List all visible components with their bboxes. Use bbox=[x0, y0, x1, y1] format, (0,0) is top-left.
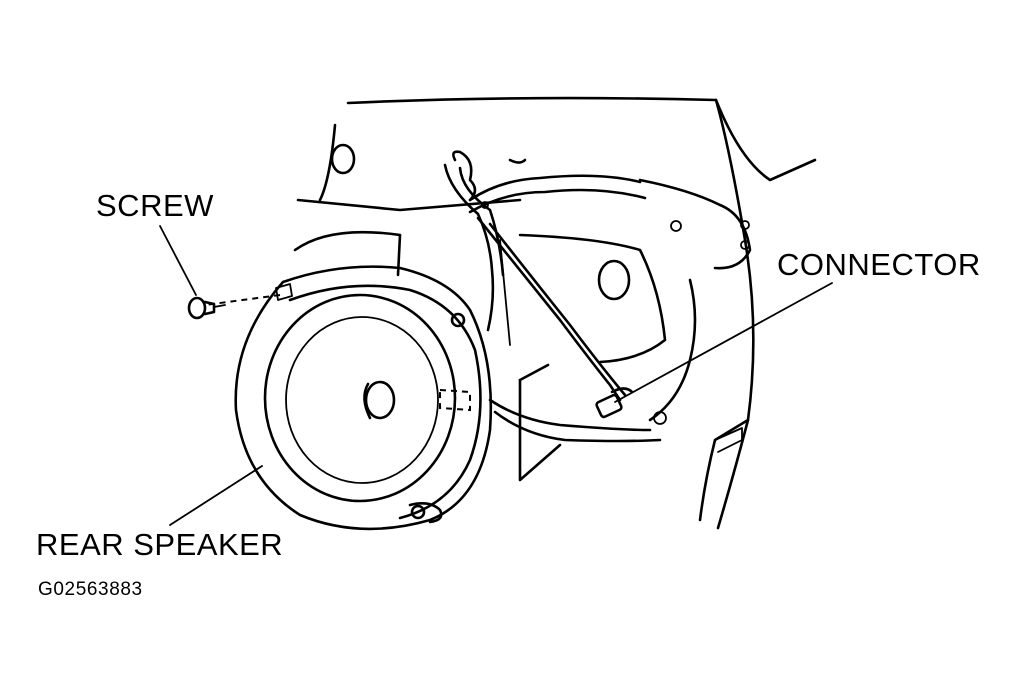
body-hole bbox=[330, 143, 356, 175]
body-hole bbox=[597, 259, 631, 301]
leader-lines bbox=[159, 225, 833, 526]
screw-drawing bbox=[187, 296, 226, 320]
figure-id: G02563883 bbox=[38, 579, 143, 600]
connector-label: CONNECTOR bbox=[777, 247, 981, 282]
speaker-leader bbox=[169, 465, 263, 526]
screw-leader bbox=[159, 225, 197, 296]
wiring-harness bbox=[443, 150, 662, 443]
body-panel bbox=[293, 96, 817, 530]
connector-leader bbox=[614, 282, 833, 403]
speaker-cone bbox=[263, 293, 457, 503]
rear-speaker-drawing bbox=[204, 265, 493, 531]
speaker-center bbox=[364, 380, 396, 420]
rear-speaker-label: REAR SPEAKER bbox=[36, 527, 284, 562]
screw-label: SCREW bbox=[96, 188, 214, 223]
connector-plug bbox=[595, 387, 634, 419]
